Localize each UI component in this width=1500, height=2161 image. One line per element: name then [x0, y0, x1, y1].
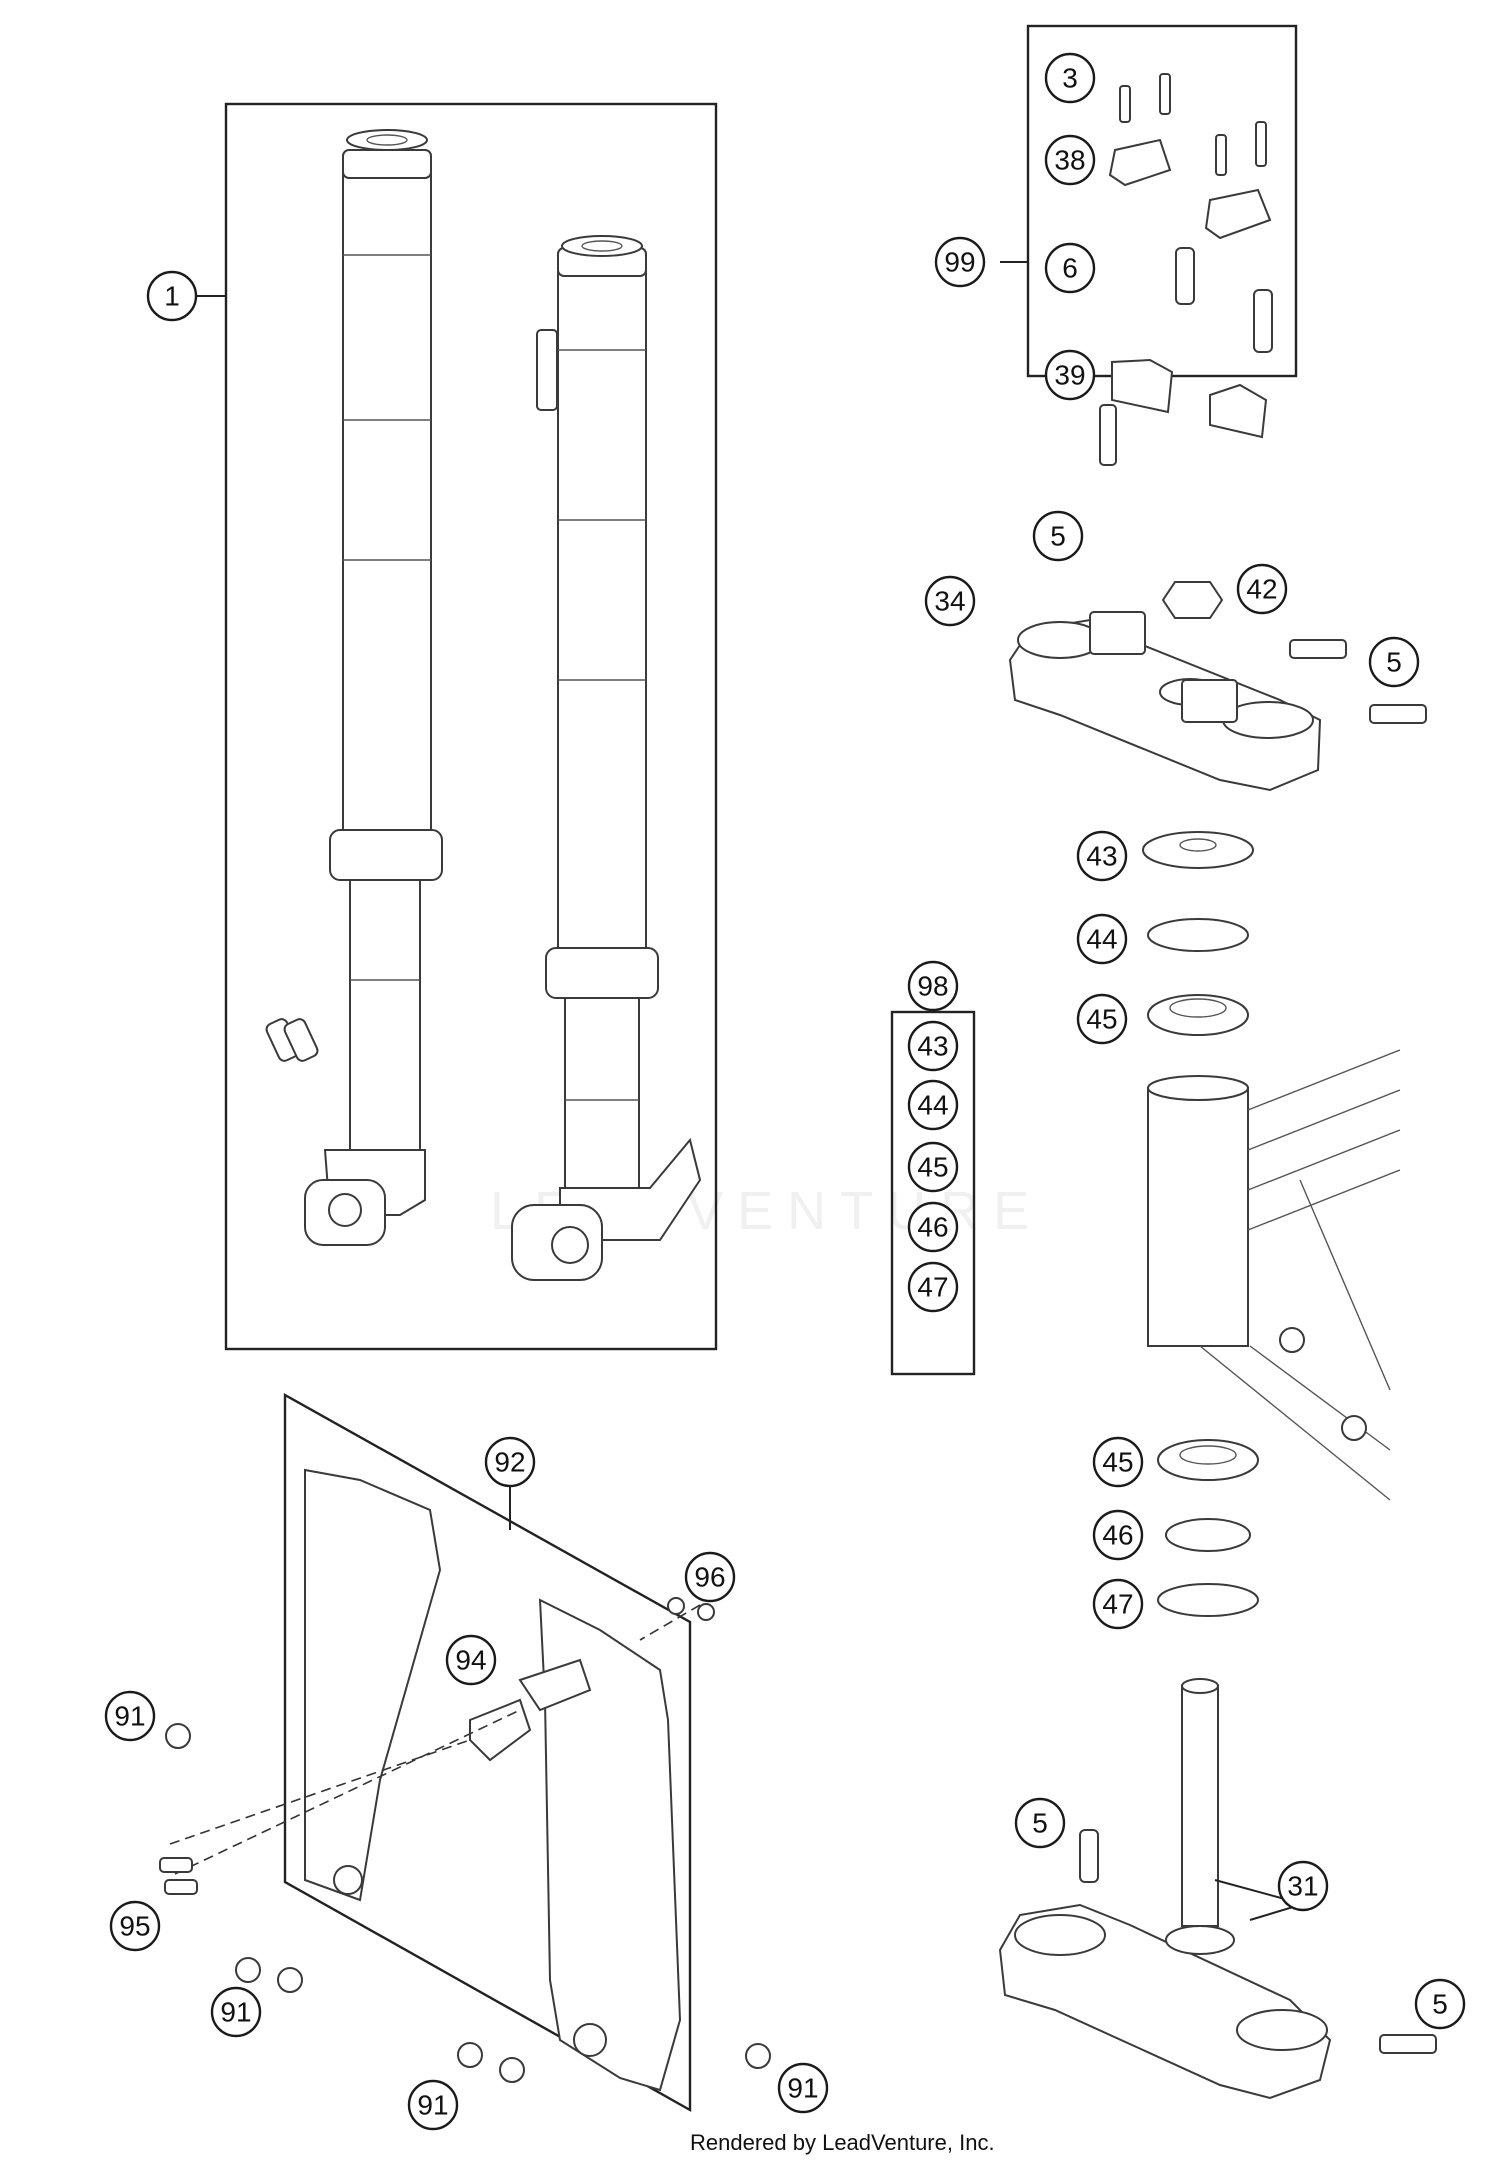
svg-text:91: 91 — [417, 2090, 448, 2121]
svg-text:42: 42 — [1246, 574, 1277, 605]
svg-text:91: 91 — [220, 1997, 251, 2028]
callout-43: 43 — [1076, 830, 1128, 882]
callout-42: 42 — [1236, 563, 1288, 615]
fork-assembly-frame — [224, 102, 718, 1351]
callout-46: 46 — [1092, 1509, 1144, 1561]
fork-guards — [304, 1468, 682, 2092]
callout-39: 39 — [1044, 349, 1096, 401]
callout-91-bottom: 91 — [407, 2079, 459, 2131]
svg-text:46: 46 — [1102, 1520, 1133, 1551]
svg-text:46: 46 — [917, 1212, 948, 1243]
svg-text:5: 5 — [1050, 521, 1066, 552]
callout-5-lower: 5 — [1014, 1797, 1066, 1849]
callout-38: 38 — [1044, 134, 1096, 186]
callout-5-top: 5 — [1032, 510, 1084, 562]
svg-text:94: 94 — [455, 1645, 486, 1676]
svg-text:43: 43 — [1086, 841, 1117, 872]
svg-text:91: 91 — [114, 1701, 145, 1732]
fork-guard-plate — [283, 1392, 692, 2113]
svg-text:3: 3 — [1062, 63, 1078, 94]
callout-45-lower: 45 — [1092, 1436, 1144, 1488]
svg-text:5: 5 — [1386, 647, 1402, 678]
callout-91-upper-left: 91 — [104, 1690, 156, 1742]
svg-text:5: 5 — [1432, 1989, 1448, 2020]
frame-head-tube — [1147, 1049, 1401, 1501]
callout-91-lower-left: 91 — [210, 1986, 262, 2038]
svg-text:31: 31 — [1287, 1871, 1318, 1902]
callout-91-right: 91 — [777, 2062, 829, 2114]
right-fork-leg — [511, 235, 702, 1281]
callout-96: 96 — [684, 1551, 736, 1603]
svg-text:45: 45 — [1086, 1004, 1117, 1035]
svg-text:47: 47 — [917, 1272, 948, 1303]
lower-triple-clamp — [998, 1678, 1437, 2100]
svg-text:43: 43 — [917, 1031, 948, 1062]
steering-bearings-lower — [1157, 1439, 1259, 1617]
callout-47: 47 — [1092, 1578, 1144, 1630]
callout-5-right: 5 — [1368, 636, 1420, 688]
callout-6: 6 — [1044, 242, 1096, 294]
svg-text:95: 95 — [119, 1911, 150, 1942]
guard-screws — [159, 1597, 771, 2083]
svg-text:44: 44 — [917, 1090, 948, 1121]
callout-31: 31 — [1277, 1860, 1329, 1912]
svg-text:5: 5 — [1032, 1808, 1048, 1839]
kit-item-47: 47 — [907, 1261, 959, 1313]
render-credit: Rendered by LeadVenture, Inc. — [690, 2130, 995, 2155]
upper-triple-clamp — [1008, 404, 1427, 792]
callout-99: 99 — [934, 236, 986, 288]
callout-5-lower-right: 5 — [1414, 1978, 1466, 2030]
callout-94: 94 — [445, 1634, 497, 1686]
svg-text:45: 45 — [917, 1152, 948, 1183]
svg-text:39: 39 — [1054, 360, 1085, 391]
callout-98: 98 — [907, 960, 959, 1012]
left-fork-leg — [265, 129, 443, 1246]
kit-item-46: 46 — [907, 1201, 959, 1253]
callout-3: 3 — [1044, 52, 1096, 104]
kit-item-43: 43 — [907, 1020, 959, 1072]
svg-text:98: 98 — [917, 971, 948, 1002]
handlebar-clamp-parts — [1108, 73, 1273, 439]
callout-92: 92 — [484, 1436, 536, 1488]
callout-1: 1 — [146, 270, 198, 322]
svg-text:45: 45 — [1102, 1447, 1133, 1478]
svg-text:96: 96 — [694, 1562, 725, 1593]
callout-44: 44 — [1076, 913, 1128, 965]
svg-text:47: 47 — [1102, 1589, 1133, 1620]
callout-45: 45 — [1076, 993, 1128, 1045]
kit-item-45: 45 — [907, 1141, 959, 1193]
callout-95: 95 — [109, 1900, 161, 1952]
svg-text:99: 99 — [944, 247, 975, 278]
kit-item-44: 44 — [907, 1079, 959, 1131]
svg-text:6: 6 — [1062, 253, 1078, 284]
svg-text:44: 44 — [1086, 924, 1117, 955]
steering-bearings-upper — [1142, 831, 1254, 1036]
svg-text:34: 34 — [934, 586, 965, 617]
svg-text:91: 91 — [787, 2073, 818, 2104]
svg-text:1: 1 — [164, 281, 180, 312]
svg-text:38: 38 — [1054, 145, 1085, 176]
svg-text:92: 92 — [494, 1447, 525, 1478]
callout-34: 34 — [924, 575, 976, 627]
